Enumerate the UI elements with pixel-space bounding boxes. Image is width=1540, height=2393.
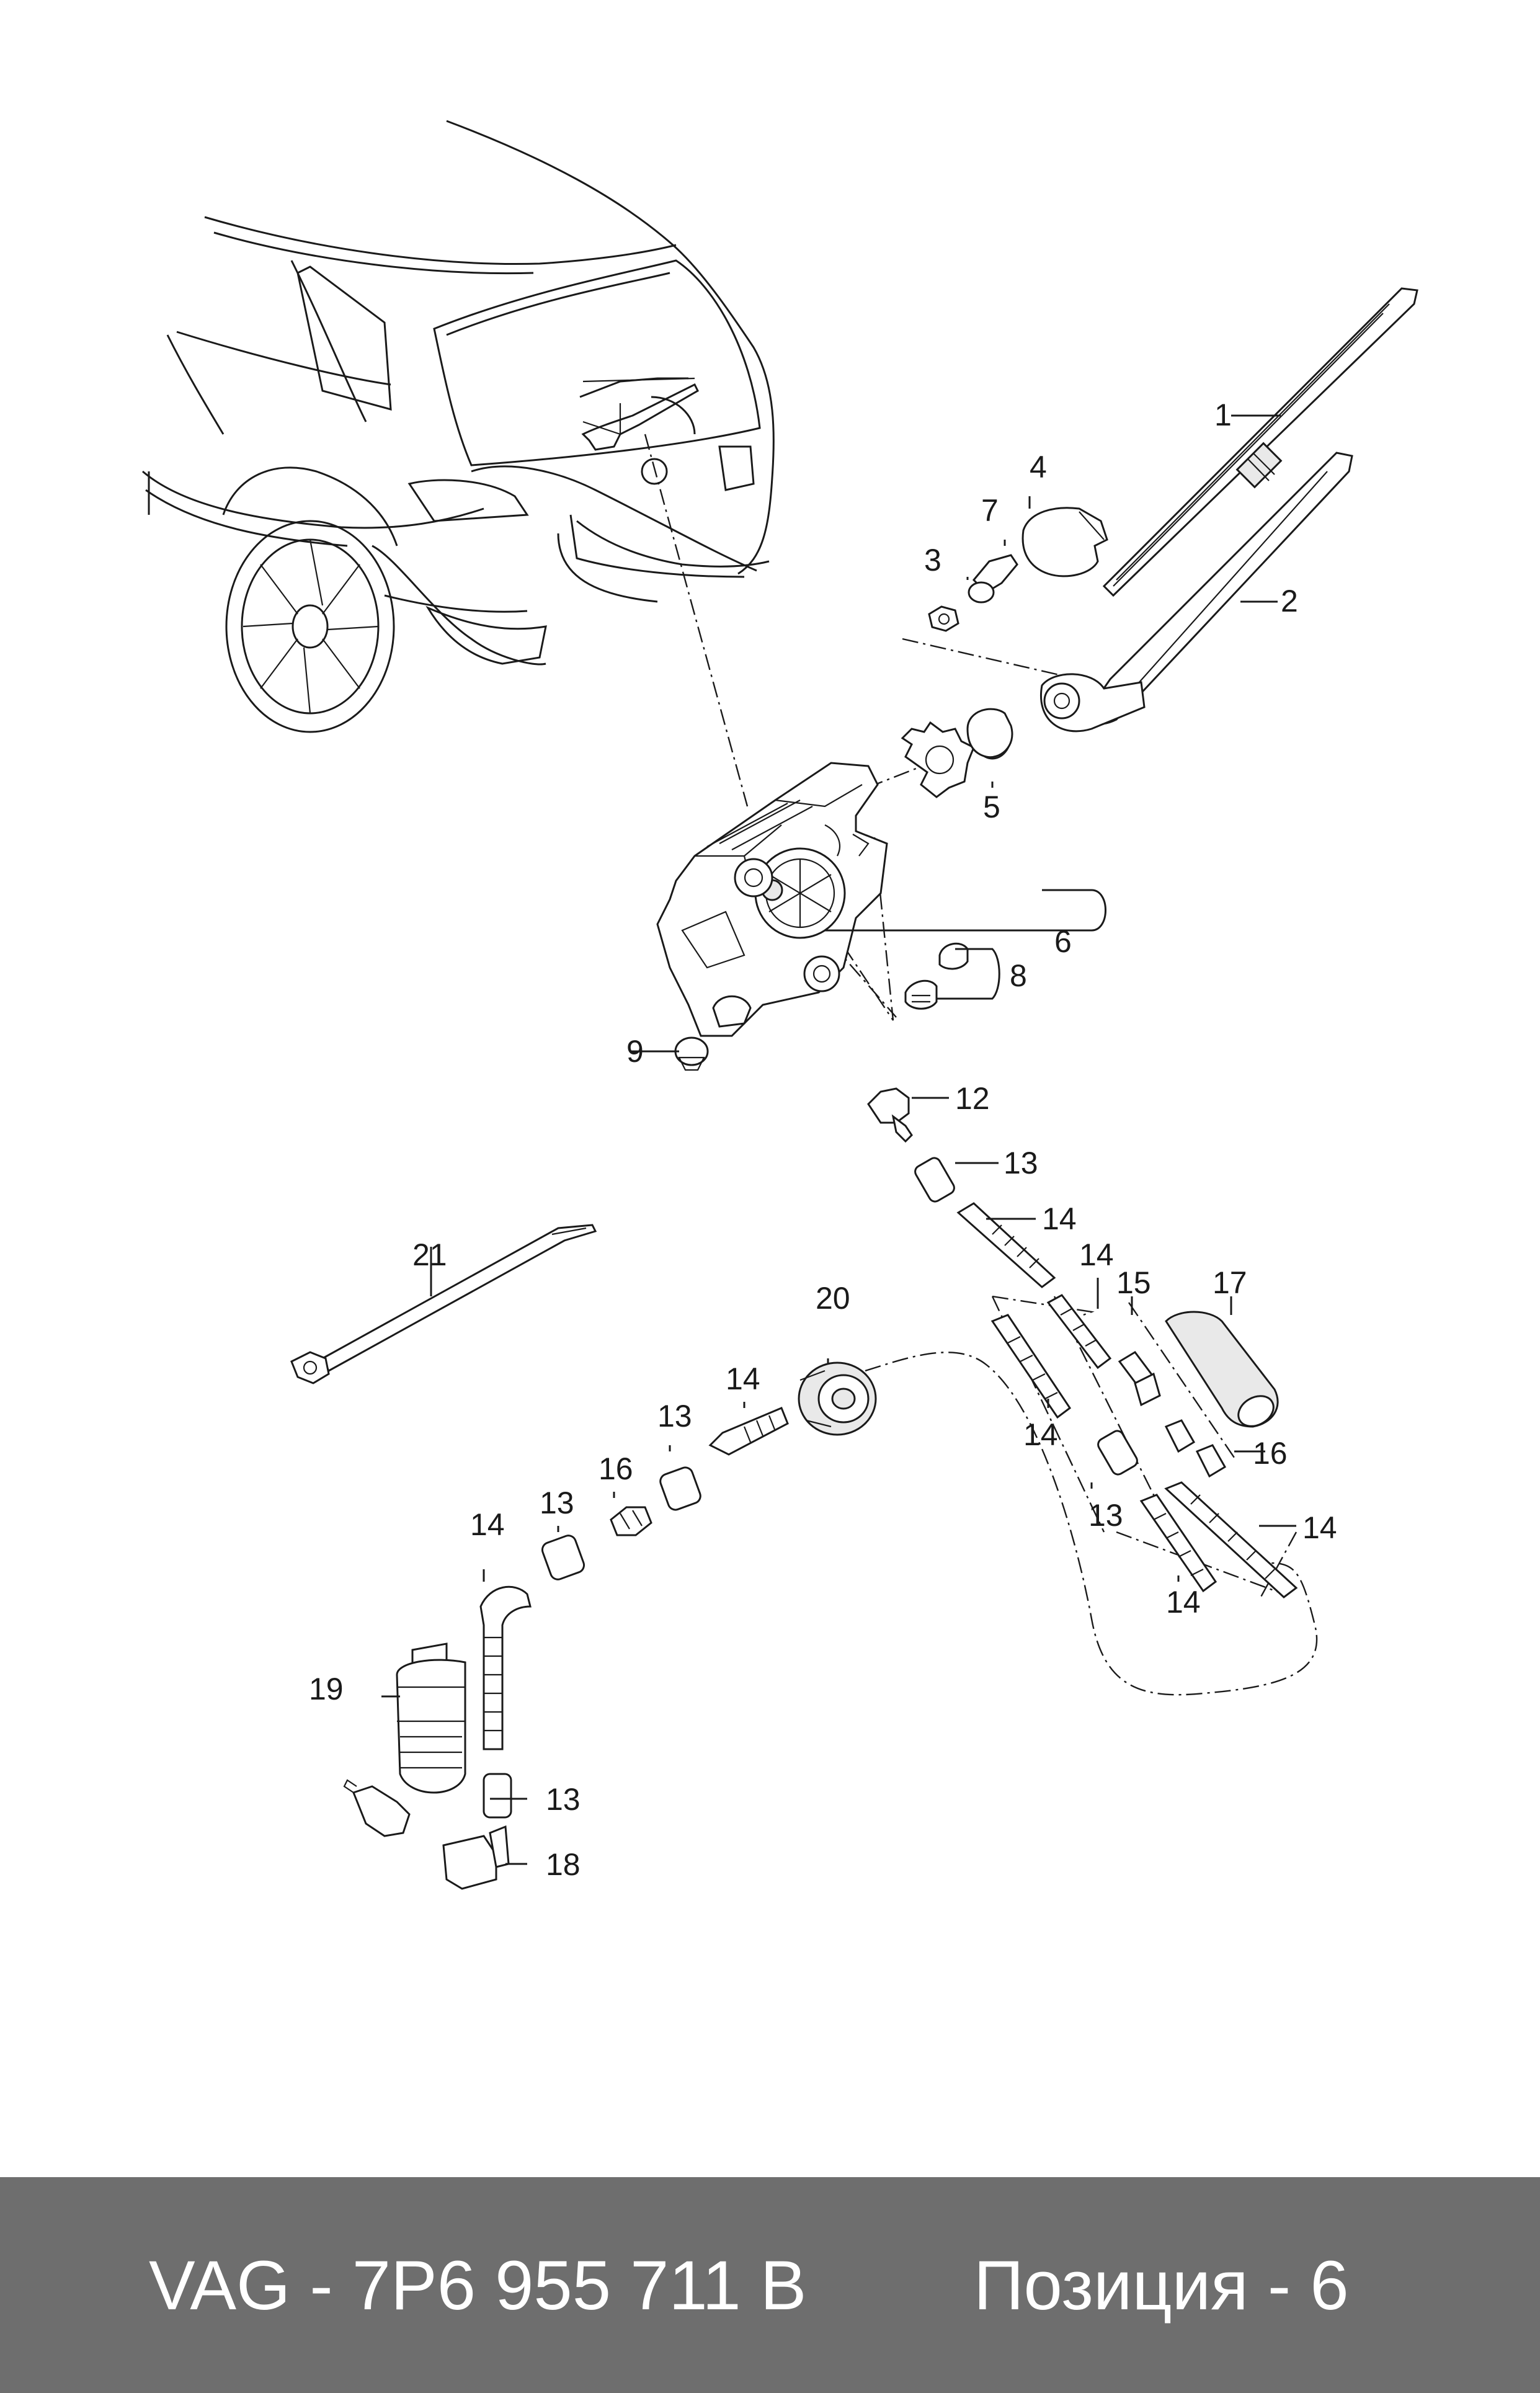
callout-18: 18 <box>546 1847 581 1882</box>
position-label: Позиция - 6 <box>974 2246 1349 2324</box>
part-17-sleeve <box>1165 1311 1279 1428</box>
part-8-grommets <box>904 942 969 1010</box>
part-2-wiper-arm <box>1040 452 1353 733</box>
callout-20: 20 <box>816 1281 850 1316</box>
part-19-washer-pump <box>343 1642 466 1837</box>
callout-14e: 14 <box>1166 1585 1201 1620</box>
callout-14f: 14 <box>726 1361 760 1396</box>
callout-15: 15 <box>1116 1265 1151 1300</box>
callout-6: 6 <box>1054 924 1072 959</box>
callout-13a: 13 <box>1004 1146 1038 1180</box>
parts-diagram: 1 2 3 4 5 6 7 8 9 12 13 14 14 15 17 20 2… <box>142 120 1418 1890</box>
callout-16a: 16 <box>1253 1436 1288 1471</box>
callout-14b: 14 <box>1079 1237 1114 1272</box>
callout-12: 12 <box>955 1081 990 1116</box>
part-13-connectors <box>483 1157 1138 1819</box>
callout-3: 3 <box>924 543 941 577</box>
part-18-bracket <box>442 1825 510 1890</box>
part-9-cap-nut <box>674 1036 709 1071</box>
part-15-check-valve <box>1118 1351 1161 1407</box>
callout-13c: 13 <box>657 1399 692 1433</box>
footer-banner: VAG - 7P6 955 711 B Позиция - 6 <box>0 2177 1540 2393</box>
part-4-cover-cap <box>1021 507 1108 577</box>
part-12-nozzle <box>867 1087 913 1143</box>
callout-4: 4 <box>1030 450 1047 484</box>
part-20-grommet <box>798 1361 877 1436</box>
part-6-wiper-motor <box>656 762 888 1037</box>
callout-16b: 16 <box>599 1451 633 1486</box>
reference-lines <box>644 434 1318 1696</box>
callout-14c: 14 <box>1023 1417 1058 1452</box>
part-number-label: VAG - 7P6 955 711 B <box>149 2246 807 2324</box>
part-21-cable-tie <box>290 1224 597 1384</box>
callout-7: 7 <box>981 493 999 528</box>
callout-14d: 14 <box>1302 1510 1337 1545</box>
vehicle-rear-illustration <box>142 120 775 733</box>
callout-9: 9 <box>626 1034 644 1069</box>
callout-labels: 1 2 3 4 5 6 7 8 9 12 13 14 14 15 17 20 2… <box>309 398 1337 1882</box>
part-16-connectors <box>610 1419 1227 1536</box>
callout-19: 19 <box>309 1672 344 1706</box>
callout-8: 8 <box>1010 958 1027 993</box>
callout-5: 5 <box>983 790 1000 824</box>
callout-13b: 13 <box>1088 1498 1123 1533</box>
callout-1: 1 <box>1214 398 1232 432</box>
callout-2: 2 <box>1281 584 1298 618</box>
part-5-seal-group <box>901 708 1013 798</box>
callout-13d: 13 <box>540 1486 574 1520</box>
callout-14g: 14 <box>470 1507 505 1542</box>
callout-17: 17 <box>1213 1265 1247 1300</box>
part-3-nut <box>928 605 959 632</box>
part-14-hoses <box>479 1202 1298 1750</box>
callout-leaders <box>381 414 1296 1865</box>
callout-13e: 13 <box>546 1782 581 1817</box>
callout-21: 21 <box>412 1237 447 1272</box>
callout-14a: 14 <box>1042 1201 1077 1236</box>
part-7-bolt <box>968 554 1018 604</box>
part-1-wiper-blade <box>1102 287 1418 597</box>
